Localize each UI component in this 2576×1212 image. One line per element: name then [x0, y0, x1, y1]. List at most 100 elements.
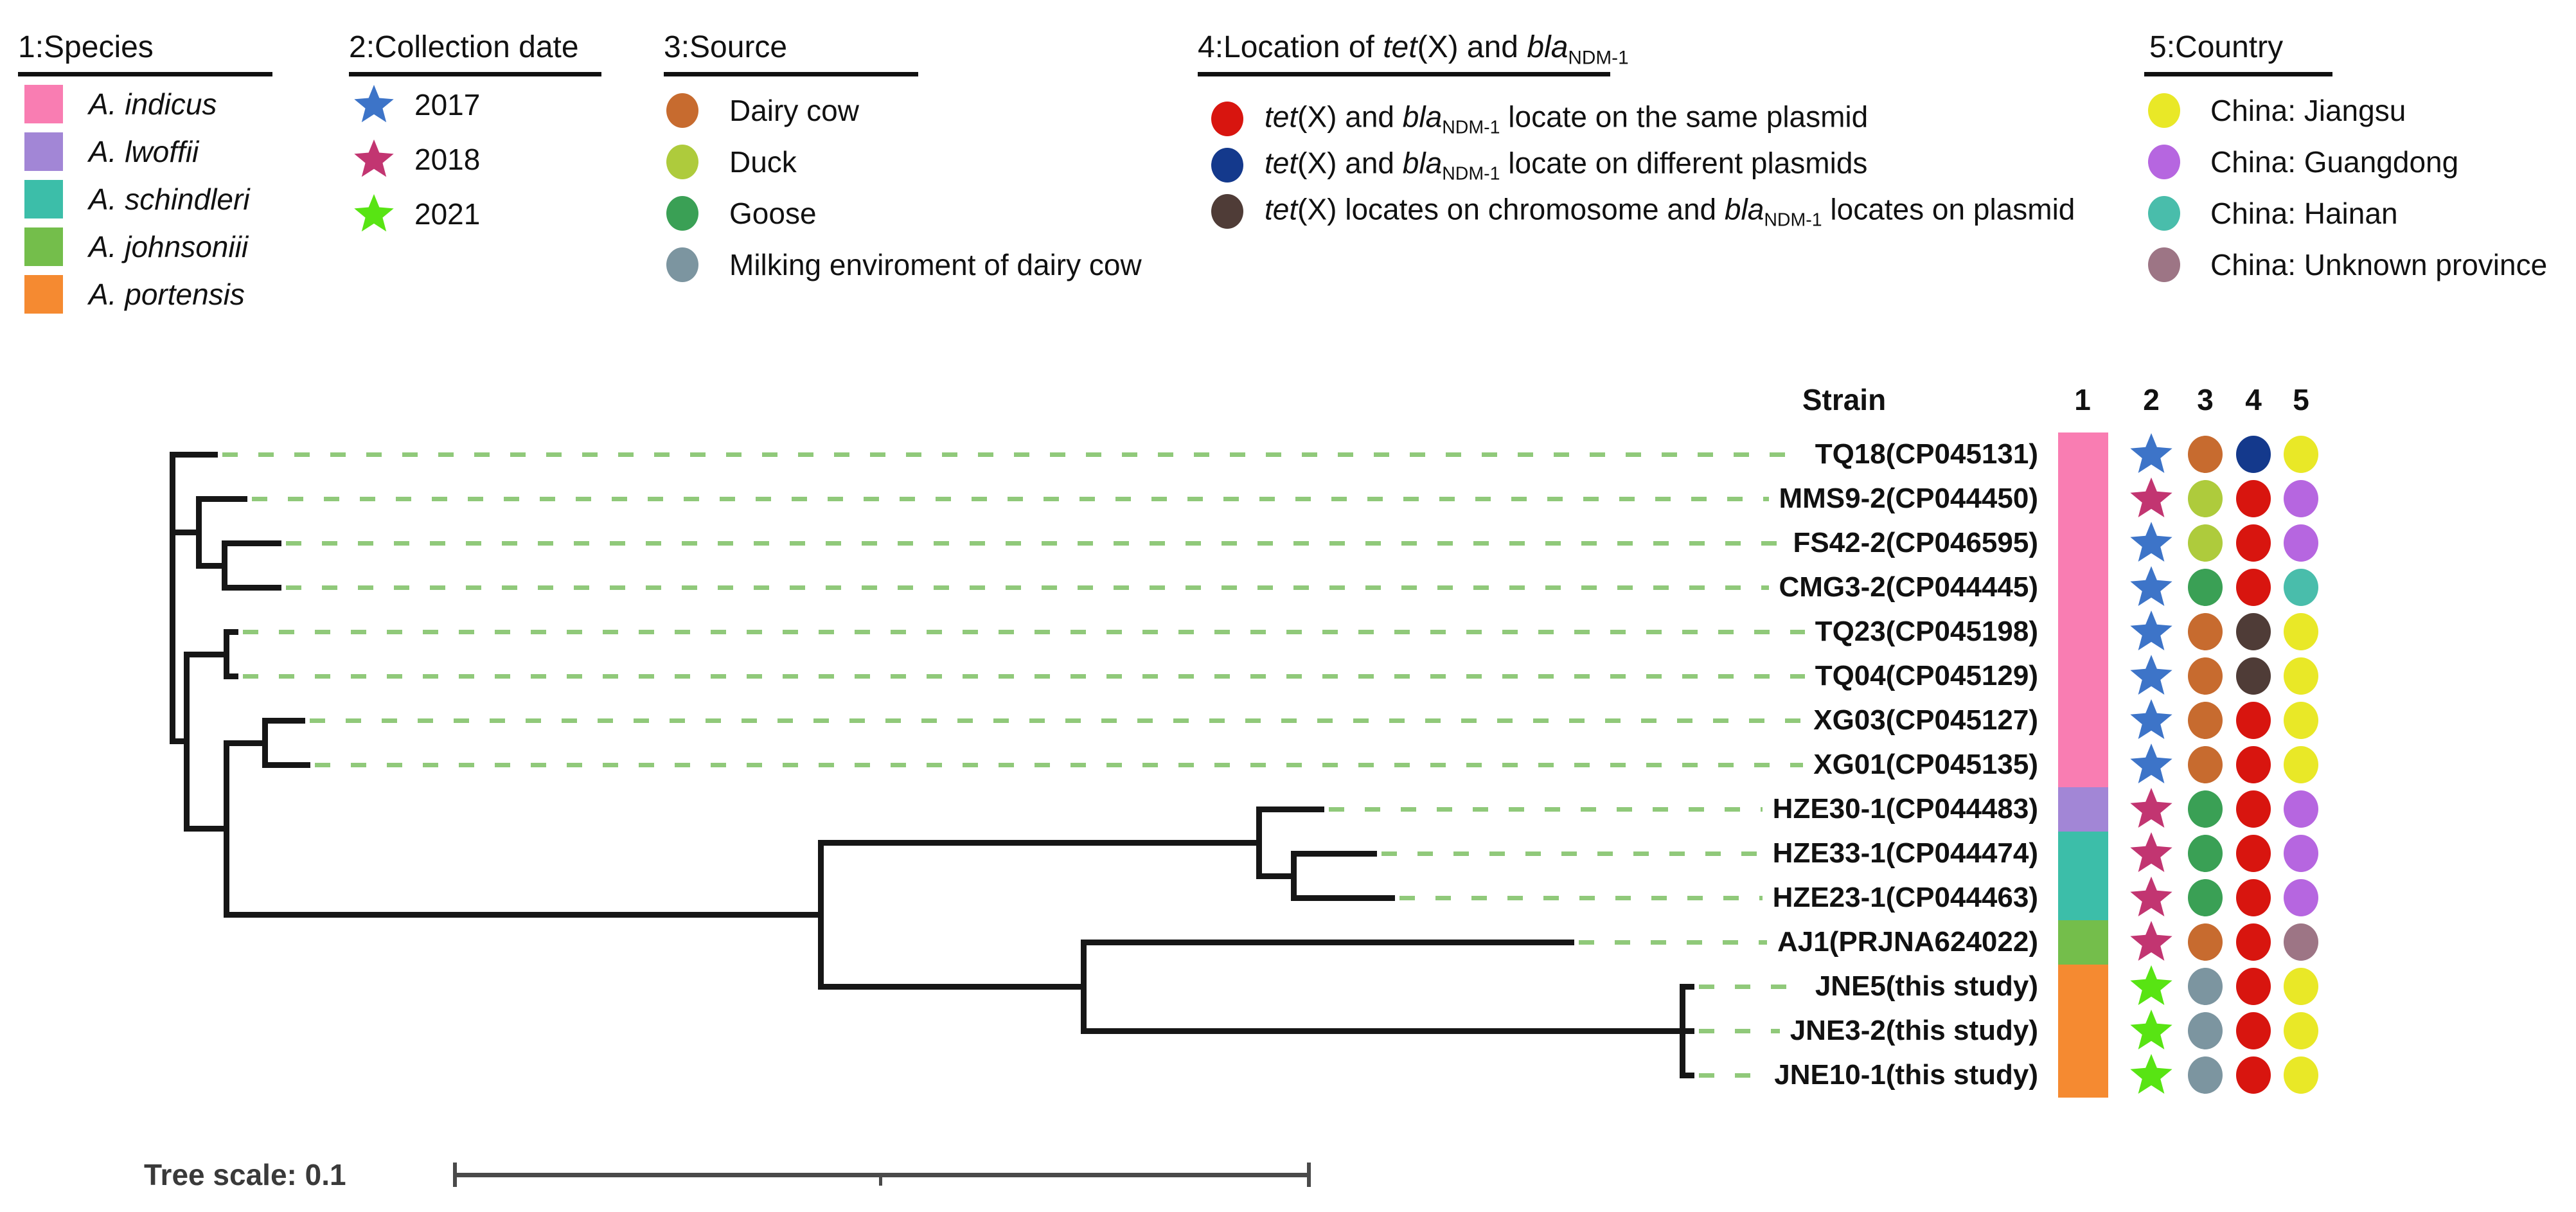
leader-line — [310, 718, 2038, 723]
collection-date-star-icon — [2130, 655, 2172, 695]
location-dot — [2236, 613, 2271, 650]
collection-date-star-icon — [2130, 699, 2172, 740]
country-dot — [2284, 968, 2318, 1005]
legend-item-label: Dairy cow — [729, 94, 859, 127]
circle-swatch-icon — [2148, 145, 2180, 179]
strain-label: HZE30-1(CP044483) — [1762, 793, 2038, 825]
tree-branch — [1290, 895, 1395, 901]
tree-scale-left-tick — [453, 1163, 457, 1187]
tree-branch — [169, 738, 190, 744]
matrix-column-header-2: 2 — [2143, 383, 2160, 416]
matrix-column-header-5: 5 — [2293, 383, 2309, 416]
legend-item-label: Milking enviroment of dairy cow — [729, 248, 1142, 281]
collection-date-star-icon — [2130, 522, 2172, 562]
legend-item-label: 2021 — [414, 197, 481, 231]
location-dot — [2236, 968, 2271, 1005]
tree-scale-middle-tick — [879, 1175, 882, 1186]
tree-branch — [223, 740, 268, 746]
matrix-column-header-4: 4 — [2245, 383, 2262, 416]
strain-label: HZE23-1(CP044463) — [1762, 882, 2038, 914]
tree-branch — [262, 717, 305, 724]
tree-branch — [195, 562, 227, 569]
legend-item-label: A. indicus — [89, 87, 217, 121]
source-dot — [2188, 702, 2223, 739]
circle-swatch-icon — [2148, 247, 2180, 282]
source-dot — [2188, 480, 2223, 517]
collection-date-star-icon — [2130, 788, 2172, 828]
leader-line — [243, 674, 2038, 679]
location-dot — [2236, 835, 2271, 872]
legend-title-location: 4:Location of tet(X) and blaNDM-1 — [1198, 30, 1629, 69]
collection-date-star-icon — [2130, 1010, 2172, 1050]
legend-underline-location — [1198, 72, 1610, 76]
tree-branch — [1679, 1028, 1694, 1034]
legend-underline-collection_date — [349, 72, 601, 76]
location-dot — [2236, 480, 2271, 517]
tree-branch — [223, 673, 238, 679]
strain-label: MMS9-2(CP044450) — [1768, 483, 2038, 515]
species-swatch-icon — [24, 85, 63, 123]
collection-date-star-icon — [2130, 433, 2172, 474]
source-dot — [2188, 746, 2223, 783]
tree-branch — [195, 495, 247, 502]
country-dot — [2284, 1012, 2318, 1049]
strain-label: XG01(CP045135) — [1803, 749, 2038, 781]
strain-label: HZE33-1(CP044474) — [1762, 837, 2038, 869]
legend-item-label: A. johnsoniii — [89, 230, 249, 263]
location-dot — [2236, 657, 2271, 695]
source-dot — [2188, 524, 2223, 562]
legend-item-label: 2017 — [414, 88, 481, 121]
tree-branch — [817, 983, 1087, 990]
strain-label: TQ04(CP045129) — [1804, 660, 2038, 692]
location-dot — [2236, 702, 2271, 739]
tree-scale-label: Tree scale: 0.1 — [144, 1158, 346, 1191]
legend-item-label: tet(X) and blaNDM-1 locate on the same p… — [1265, 100, 1869, 138]
collection-date-star-icon — [2130, 921, 2172, 961]
circle-swatch-icon — [666, 145, 698, 179]
species-bar-segment — [2058, 920, 2108, 965]
source-dot — [2188, 436, 2223, 473]
leader-line — [1329, 807, 2038, 812]
star-icon — [354, 194, 394, 232]
legend-underline-country — [2144, 72, 2332, 76]
leader-line — [252, 497, 2038, 501]
tree-branch — [1290, 850, 1377, 857]
legend-title-country: 5:Country — [2149, 30, 2284, 64]
location-dot — [2236, 1012, 2271, 1049]
strain-label: JNE5(this study) — [1804, 970, 2038, 1003]
leader-line — [1381, 851, 2038, 856]
collection-date-star-icon — [2130, 1054, 2172, 1094]
collection-date-star-icon — [2130, 877, 2172, 917]
location-dot — [2236, 524, 2271, 562]
strain-label: XG03(CP045127) — [1803, 704, 2038, 736]
location-dot — [2236, 569, 2271, 606]
species-bar-segment — [2058, 832, 2108, 920]
location-dot — [2236, 1056, 2271, 1094]
circle-swatch-icon — [1211, 102, 1243, 136]
country-dot — [2284, 436, 2318, 473]
tree-scale-right-tick — [1307, 1163, 1311, 1187]
leader-line — [1399, 896, 2038, 900]
source-dot — [2188, 835, 2223, 872]
circle-swatch-icon — [1211, 148, 1243, 183]
location-dot — [2236, 436, 2271, 473]
species-bar-segment — [2058, 432, 2108, 787]
legend-item-label: A. portensis — [89, 278, 245, 311]
star-icon — [354, 139, 394, 177]
tree-branch — [1080, 939, 1574, 945]
matrix-column-header-3: 3 — [2197, 383, 2214, 416]
strain-label: TQ18(CP045131) — [1804, 438, 2038, 470]
location-dot — [2236, 923, 2271, 961]
tree-branch — [817, 839, 1262, 846]
circle-swatch-icon — [666, 196, 698, 231]
strain-label: CMG3-2(CP044445) — [1768, 571, 2038, 603]
collection-date-star-icon — [2130, 832, 2172, 873]
country-dot — [2284, 879, 2318, 916]
country-dot — [2284, 613, 2318, 650]
leader-line — [286, 541, 2038, 546]
country-dot — [2284, 702, 2318, 739]
location-dot — [2236, 879, 2271, 916]
collection-date-star-icon — [2130, 744, 2172, 784]
tree-branch — [183, 825, 229, 832]
